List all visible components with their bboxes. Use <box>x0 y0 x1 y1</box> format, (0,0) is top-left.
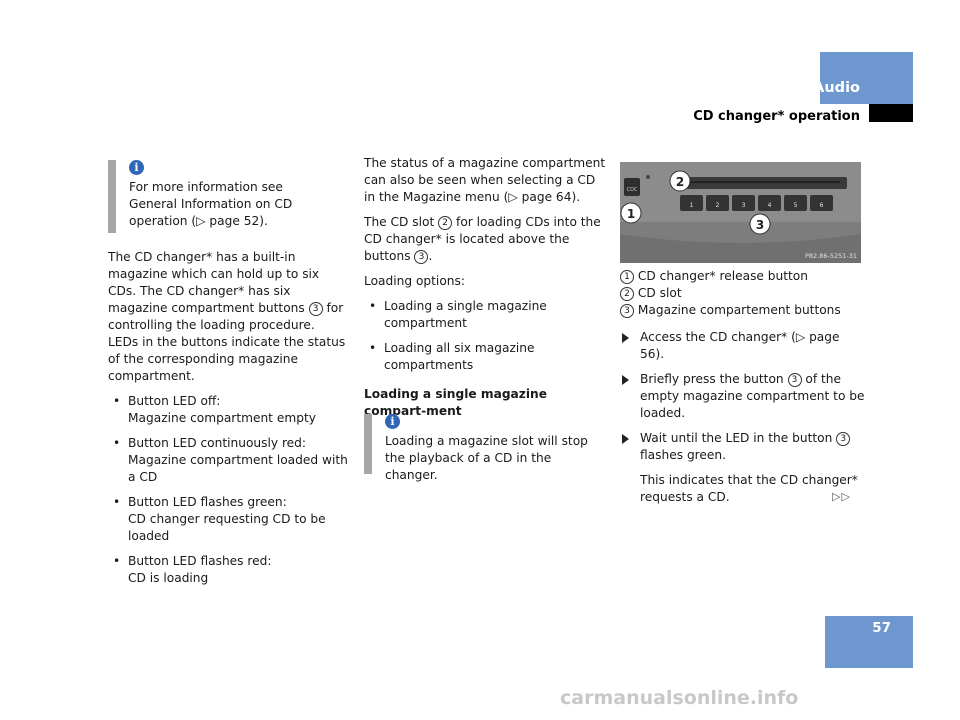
loading-options-label: Loading options: <box>364 274 465 288</box>
info-icon: i <box>129 160 144 175</box>
info-box-general: i For more information see General Infor… <box>108 160 348 233</box>
continue-marker: ▷▷ <box>832 490 851 503</box>
instruction-step: Access the CD changer* (▷ page 56). <box>620 329 865 363</box>
callout-number: 3 <box>308 302 323 316</box>
arrow-icon <box>622 333 629 343</box>
magazine-status-paragraph: The status of a magazine compartment can… <box>364 156 606 204</box>
arrow-icon <box>622 434 629 444</box>
magazine-button-4 <box>758 195 781 211</box>
list-item: • Button LED flashes red: CD is loading <box>113 554 272 585</box>
magazine-button-label: 3 <box>742 202 746 209</box>
header-color-block <box>820 52 913 104</box>
header-title: CD changer* operation <box>693 109 860 124</box>
magazine-button-label: 5 <box>794 202 798 209</box>
magazine-button-3 <box>732 195 755 211</box>
column-1-body: The CD changer* has a built-in magazine … <box>108 249 348 587</box>
legend-item: 3 Magazine compartement buttons <box>620 302 865 319</box>
info-icon: i <box>385 414 400 429</box>
magazine-button-label: 4 <box>768 202 772 209</box>
magazine-button-label: 1 <box>690 202 694 209</box>
column-3-body: 1 CD changer* release button 2 CD slot 3… <box>620 268 865 506</box>
header-black-tab <box>869 104 913 122</box>
magazine-button-5 <box>784 195 807 211</box>
callout-3: 3 <box>756 218 764 232</box>
figure-code: P82.86-5251-31 <box>805 252 857 260</box>
callout-number: 2 <box>438 216 453 230</box>
instruction-step: Wait until the LED in the button 3 flash… <box>620 430 865 464</box>
callout-2: 2 <box>676 175 684 189</box>
cd-changer-photo: CDC 1 2 3 4 5 6 1 2 3 P82.86-5251-31 <box>620 162 861 263</box>
info-box-playback: i Loading a magazine slot will stop the … <box>364 414 604 482</box>
arrow-icon <box>622 375 629 385</box>
callout-1: 1 <box>627 207 635 221</box>
cdc-label: CDC <box>627 187 638 193</box>
list-item: • Loading a single magazine compartment <box>369 299 547 330</box>
callout-number: 3 <box>836 432 851 446</box>
callout-number: 3 <box>414 250 429 264</box>
magazine-button-6 <box>810 195 833 211</box>
magazine-button-2 <box>706 195 729 211</box>
legend-item: 1 CD changer* release button <box>620 268 865 285</box>
magazine-button-label: 2 <box>716 202 720 209</box>
column-2-body: The status of a magazine compartment can… <box>364 155 606 420</box>
info-text: Loading a magazine slot will stop the pl… <box>385 434 588 482</box>
list-item: • Button LED continuously red: Magazine … <box>113 436 348 484</box>
footer-watermark: carmanualsonline.info <box>560 687 799 709</box>
list-item: • Loading all six magazine compartments <box>369 341 535 372</box>
magazine-button-label: 6 <box>820 202 824 209</box>
instruction-step: Briefly press the button 3 of the empty … <box>620 371 865 422</box>
info-text: For more information see General Informa… <box>129 180 293 228</box>
list-item: • Button LED flashes green: CD changer r… <box>113 495 326 543</box>
magazine-buttons: 1 2 3 4 5 6 <box>680 195 833 211</box>
intro-paragraph: The CD changer* has a built-in magazine … <box>108 250 346 383</box>
header-section: Audio <box>813 80 860 96</box>
page-number-block <box>825 616 913 668</box>
legend-item: 2 CD slot <box>620 285 865 302</box>
cd-slot-paragraph: The CD slot 2 for loading CDs into the C… <box>364 215 601 264</box>
step-note: This indicates that the CD changer* requ… <box>640 473 858 504</box>
callout-number: 3 <box>787 373 802 387</box>
magazine-button-1 <box>680 195 703 211</box>
list-item: • Button LED off: Magazine compartment e… <box>113 394 316 425</box>
page-number: 57 <box>872 620 891 636</box>
